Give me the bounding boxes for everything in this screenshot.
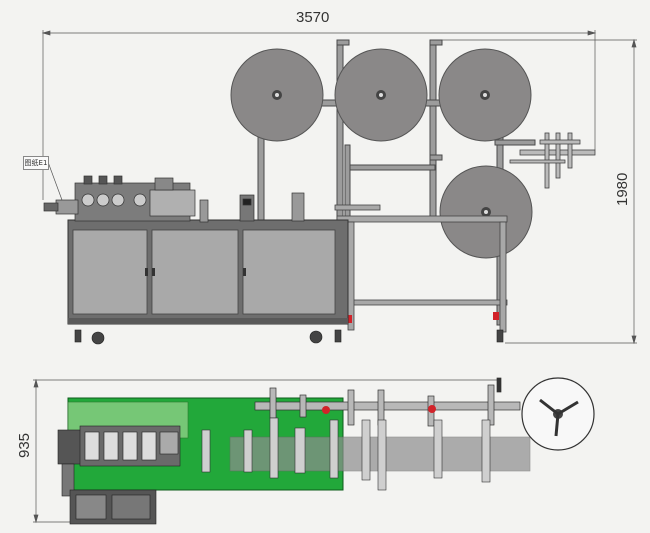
control-box — [69, 489, 157, 525]
red-marker-1 — [346, 315, 352, 323]
lower-roll — [439, 165, 533, 259]
top-left-mechanism — [57, 425, 181, 497]
red-marker-4 — [428, 405, 436, 413]
right-unwind-bracket — [509, 132, 596, 189]
upper-roll-3 — [438, 48, 532, 142]
cabinet-door-3 — [242, 229, 336, 315]
top-view — [57, 377, 595, 525]
front-view — [43, 39, 596, 345]
cabinet-door-1 — [72, 229, 148, 315]
top-view-roll — [521, 377, 595, 451]
base-cabinet — [67, 219, 349, 325]
dimension-front-height-text: 1980 — [614, 173, 631, 206]
top-conveyor-rail — [254, 377, 521, 427]
red-marker-2 — [493, 312, 499, 320]
upper-roll-2 — [334, 48, 428, 142]
dimension-top-width — [33, 378, 500, 524]
callout-label: 图纸E1 — [23, 156, 49, 170]
forming-unit — [43, 175, 305, 223]
dimension-top-width-text: 935 — [16, 433, 33, 458]
cabinet-door-2 — [151, 229, 239, 315]
wheels — [74, 329, 504, 345]
dimension-overall-length-text: 3570 — [296, 9, 329, 26]
dimension-overall-length — [41, 30, 597, 200]
top-stations — [201, 417, 491, 491]
upper-roll-1 — [230, 48, 324, 142]
red-marker-3 — [322, 406, 330, 414]
callout-leader — [47, 161, 63, 201]
dimension-front-height — [440, 38, 637, 345]
